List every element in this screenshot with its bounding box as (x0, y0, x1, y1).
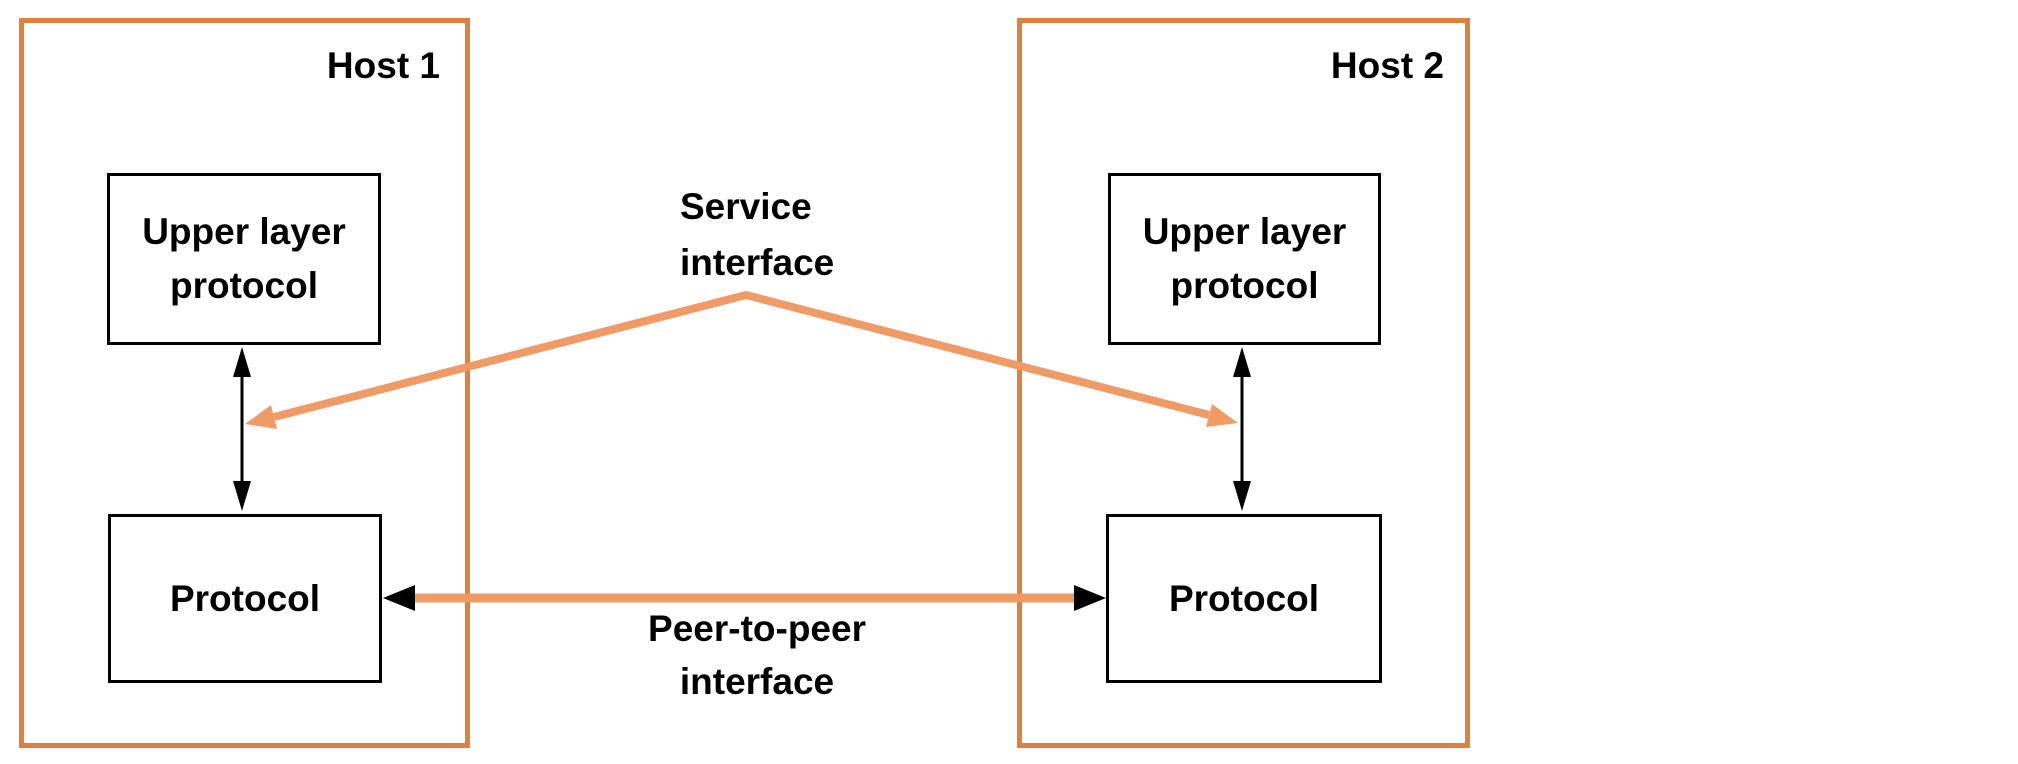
host2-upper-box-line1: Upper layer (1142, 211, 1347, 252)
host1-upper-layer-protocol-box: Upper layer protocol (107, 173, 381, 345)
host2-protocol-box-label: Protocol (1168, 577, 1320, 619)
host2-protocol-box: Protocol (1106, 514, 1382, 683)
peer-to-peer-interface-label: Peer-to-peer interface (557, 602, 957, 708)
peer-interface-label-line1: Peer-to-peer (648, 608, 866, 649)
peer-interface-label-line2: interface (679, 661, 835, 702)
host1-title: Host 1 (326, 45, 440, 86)
host1-upper-box-line1: Upper layer (142, 211, 346, 252)
host1-protocol-box-label: Protocol (169, 577, 321, 619)
host2-title: Host 2 (1330, 45, 1444, 86)
service-interface-label-line1: Service (680, 186, 812, 227)
service-interface-label-line2: interface (680, 242, 835, 283)
host1-protocol-box: Protocol (108, 514, 382, 683)
service-interface-label: Service interface (680, 179, 1080, 291)
host2-upper-layer-protocol-box: Upper layer protocol (1108, 173, 1381, 345)
host2-upper-box-line2: protocol (1170, 265, 1319, 306)
host1-upper-box-line2: protocol (170, 265, 318, 306)
